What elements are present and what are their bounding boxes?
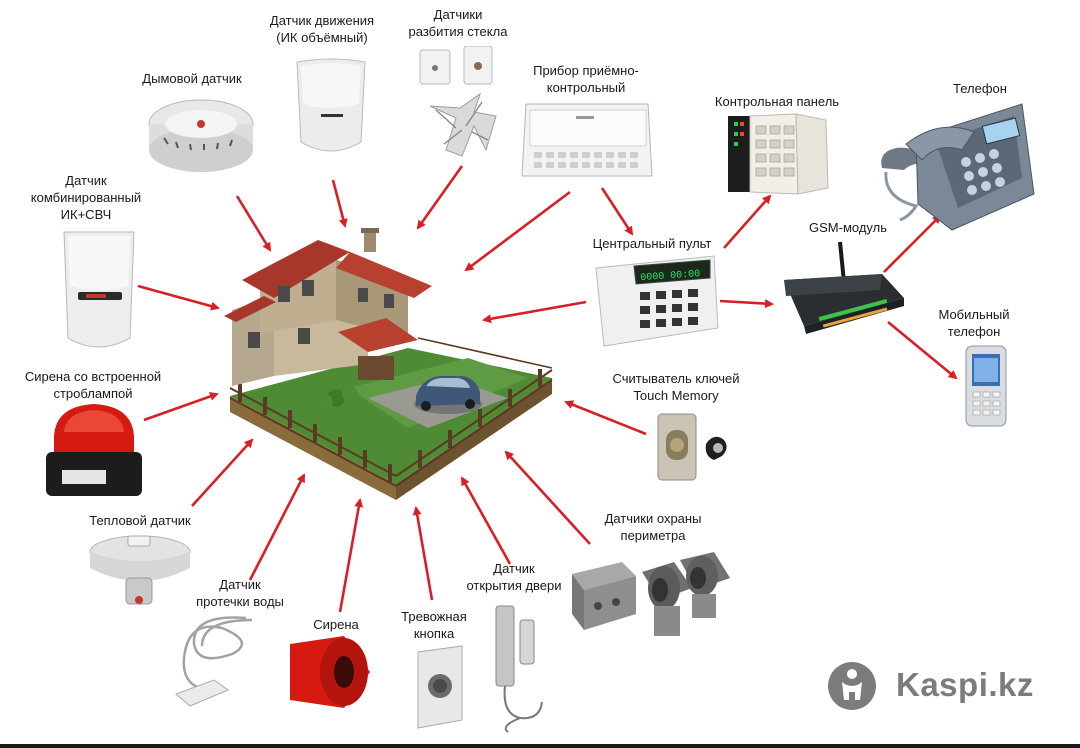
- arrow-central-to-control-panel: [723, 194, 772, 249]
- label-siren: Сирена: [313, 617, 359, 632]
- panic-button-icon: [417, 645, 463, 729]
- arrow-panel-device: [464, 190, 571, 272]
- car: [414, 376, 482, 414]
- house-illustration: [224, 228, 553, 500]
- arrow-perimeter: [504, 450, 591, 545]
- label-control-unit: Прибор приёмно-контрольный: [533, 63, 639, 95]
- kaspi-watermark: Kaspi.kz: [826, 660, 1056, 712]
- watermark-text: Kaspi.kz: [896, 666, 1034, 703]
- control-keypad-icon: [728, 113, 829, 195]
- water-leak-sensor-icon: [175, 616, 253, 707]
- arrow-glass: [416, 165, 464, 230]
- perimeter-sensors-icon: [572, 552, 730, 636]
- arrow-central-to-gsm: [719, 299, 774, 309]
- arrow-siren: [338, 498, 364, 613]
- arrow-smoke: [235, 195, 272, 252]
- bottom-divider: [0, 744, 1080, 748]
- arrow-gsm-to-mobile: [887, 320, 958, 380]
- arrow-gsm-to-phone: [883, 214, 942, 273]
- arrow-heat: [191, 438, 254, 507]
- combined-sensor-icon: [63, 231, 135, 348]
- arrow-motion: [331, 179, 348, 228]
- mobile-phone-icon: [965, 345, 1007, 427]
- arrow-panic: [412, 506, 434, 601]
- motion-sensor-icon: [296, 58, 366, 152]
- arrow-combined: [137, 284, 220, 311]
- label-motion-sensor: Датчик движения(ИК объёмный): [269, 13, 375, 45]
- arrow-touch-memory: [564, 400, 647, 436]
- glass-break-sensor-icon: [419, 46, 497, 157]
- label-phone: Телефон: [953, 81, 1007, 96]
- arrow-water: [248, 473, 306, 581]
- arrow-strobe: [143, 392, 219, 422]
- gsm-module-icon: [784, 241, 904, 334]
- control-unit-icon: [521, 103, 653, 177]
- label-control-panel: Контрольная панель: [714, 94, 840, 109]
- arrow-door: [460, 476, 512, 565]
- label-gsm-module: GSM-модуль: [809, 220, 887, 235]
- strobe-siren-icon: [46, 404, 142, 496]
- arrow-device-to-central: [600, 187, 634, 236]
- label-heat-detector: Тепловой датчик: [89, 513, 191, 528]
- door-sensor-icon: [495, 605, 543, 733]
- label-smoke-detector: Дымовой датчик: [142, 71, 242, 86]
- label-central-console: Центральный пульт: [592, 236, 712, 251]
- heat-detector-icon: [89, 535, 191, 605]
- desk-phone-icon: [881, 103, 1035, 231]
- arrow-central-to-house: [482, 300, 587, 324]
- smoke-detector-icon: [148, 99, 254, 172]
- central-display-text: 0000 00:00: [640, 269, 701, 284]
- touch-memory-reader-icon: [657, 413, 727, 481]
- central-console-icon: 0000 00:00: [595, 255, 719, 347]
- kaspi-logo-icon: [828, 662, 876, 710]
- siren-icon: [290, 636, 370, 708]
